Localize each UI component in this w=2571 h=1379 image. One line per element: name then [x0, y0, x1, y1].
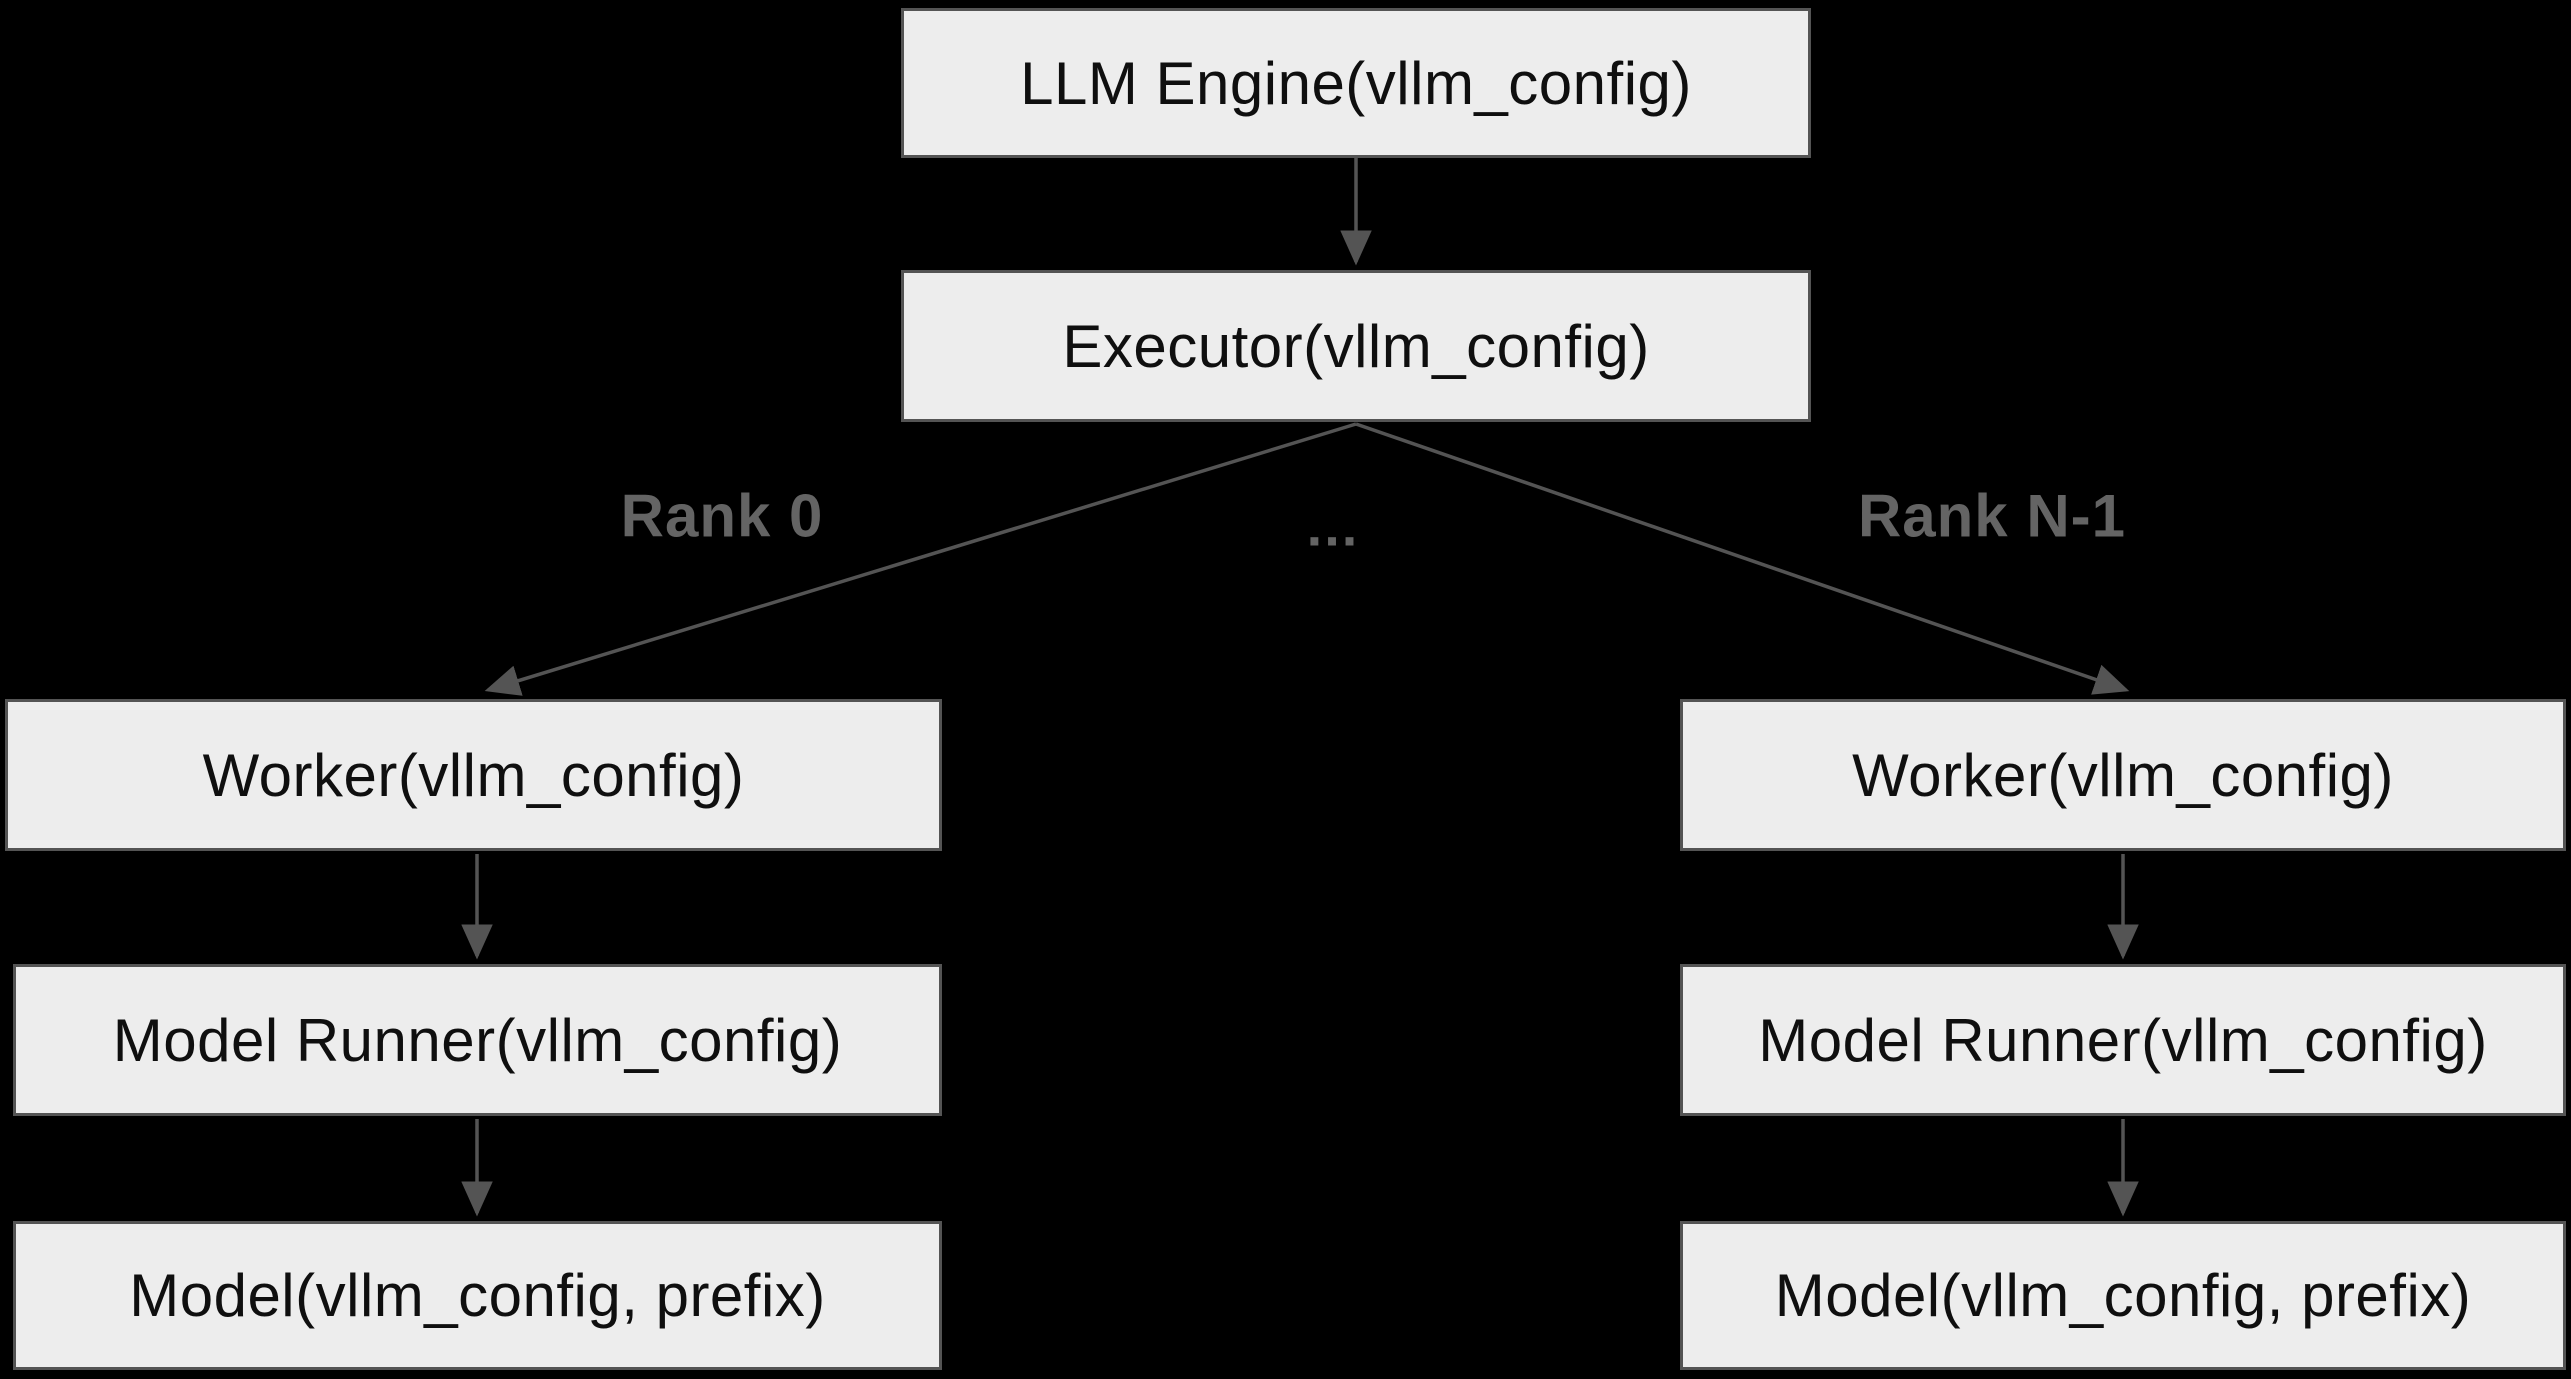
node-executor: Executor(vllm_config) [901, 270, 1811, 422]
edge-executor-worker-left [484, 422, 1357, 696]
node-worker-rank-n: Worker(vllm_config) [1680, 699, 2566, 851]
edge-label-rank-n-1: Rank N-1 [1857, 482, 2127, 550]
node-model-rank-n: Model(vllm_config, prefix) [1680, 1221, 2566, 1370]
edge-label-ellipsis: ... [1306, 494, 1360, 558]
node-model-rank0: Model(vllm_config, prefix) [13, 1221, 942, 1370]
edge-label-rank-0: Rank 0 [620, 482, 824, 550]
edge-executor-worker-right [1355, 422, 2130, 695]
node-model-runner-rank-n: Model Runner(vllm_config) [1680, 964, 2566, 1116]
node-llm-engine: LLM Engine(vllm_config) [901, 8, 1811, 158]
node-model-runner-rank0: Model Runner(vllm_config) [13, 964, 942, 1116]
node-worker-rank0: Worker(vllm_config) [5, 699, 942, 851]
